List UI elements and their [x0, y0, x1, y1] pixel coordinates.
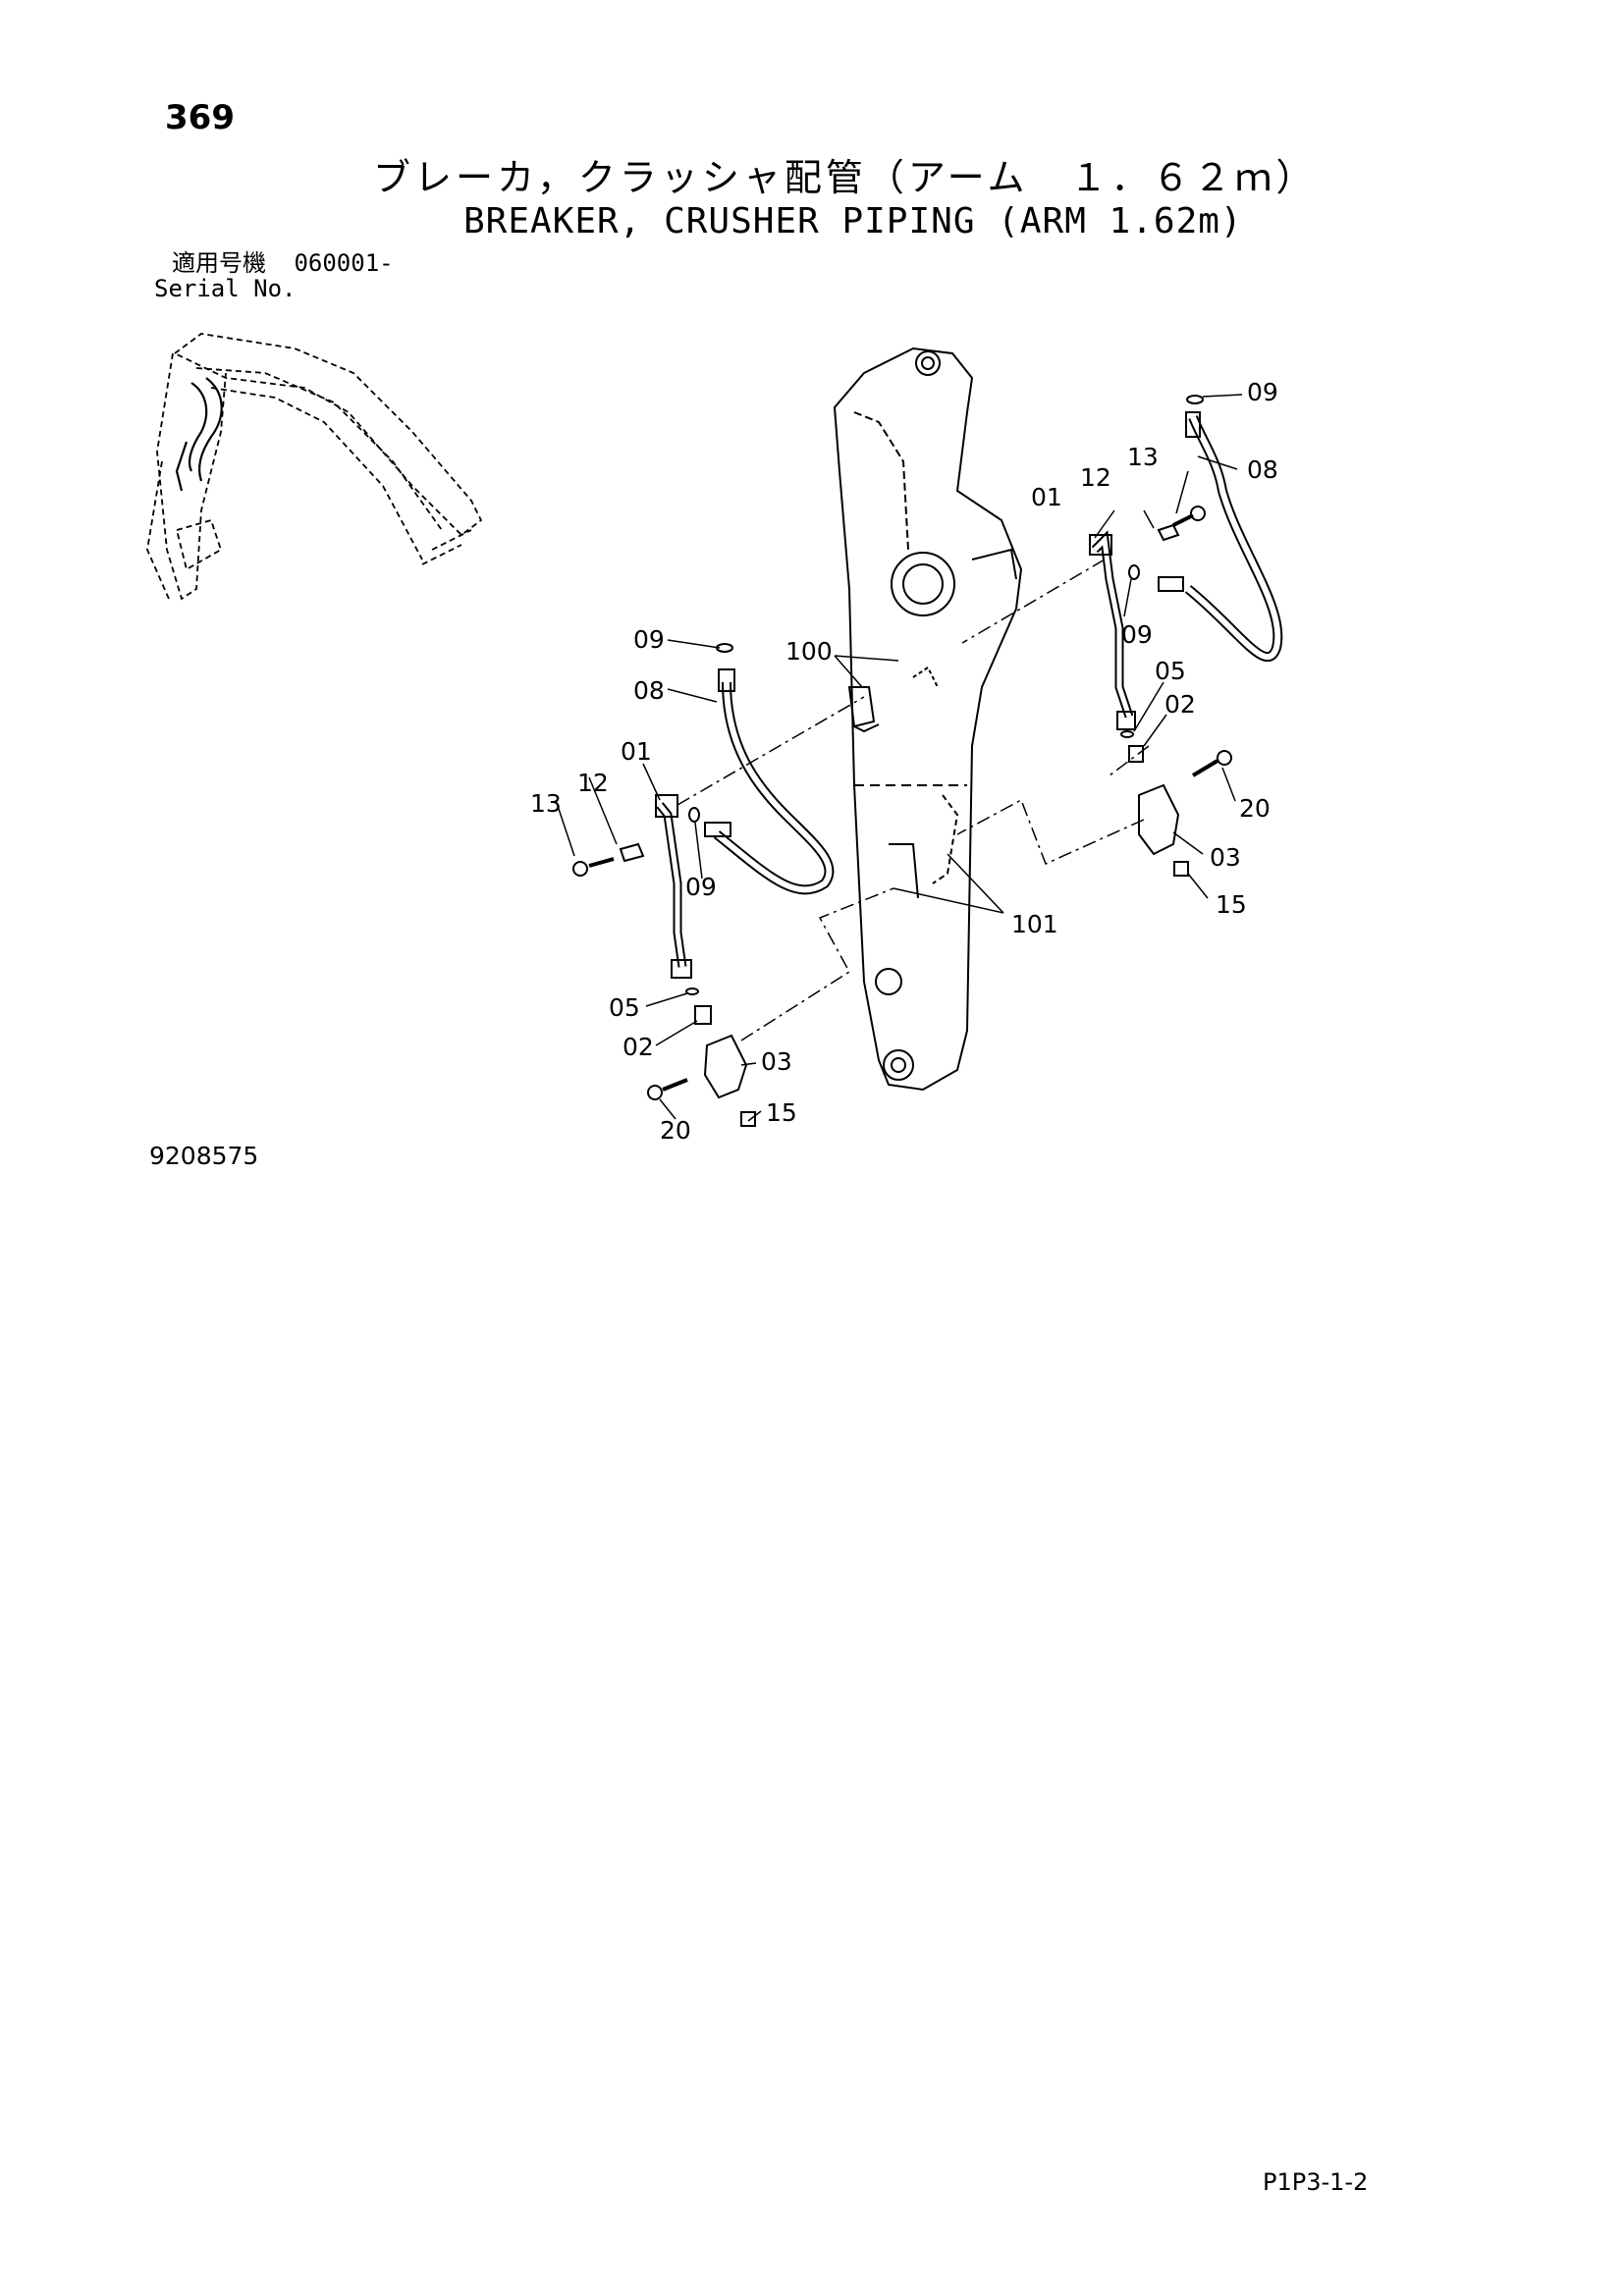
page-number: 369	[165, 98, 235, 137]
callout-03-left: 03	[761, 1047, 792, 1076]
callout-03-right: 03	[1210, 843, 1241, 872]
callout-01-left: 01	[621, 737, 652, 766]
callout-02-right: 02	[1164, 690, 1196, 719]
callout-15-left: 15	[766, 1098, 797, 1127]
callout-20-right: 20	[1239, 794, 1271, 823]
callout-09-left-top: 09	[633, 625, 665, 654]
callout-101: 101	[1011, 910, 1058, 938]
serial-label-jp: 適用号機	[172, 249, 266, 277]
callout-100: 100	[785, 637, 833, 666]
callout-01-right: 01	[1031, 483, 1062, 511]
callout-13-left: 13	[530, 789, 562, 818]
title-japanese: ブレーカ，クラッシャ配管（アーム １．６２ｍ）	[373, 156, 1318, 199]
drawing-number: 9208575	[149, 1142, 259, 1170]
title-english: BREAKER, CRUSHER PIPING (ARM 1.62m)	[463, 201, 1243, 241]
serial-row-jp: 適用号機 060001-	[154, 250, 394, 276]
parts-diagram: 09 08 13 12 01 09 05 02 20 03 15 100 101…	[146, 333, 1283, 1145]
callout-12-right: 12	[1080, 463, 1111, 492]
callout-08-left: 08	[633, 676, 665, 705]
callout-09-left-mid: 09	[685, 873, 717, 901]
serial-applicability: 適用号機 060001- Serial No.	[154, 250, 394, 301]
callout-02-left: 02	[623, 1033, 654, 1061]
thumbnail-piping	[175, 377, 223, 492]
connection-lines	[677, 559, 1150, 1041]
callout-05-left: 05	[609, 993, 640, 1022]
machine-thumbnail	[146, 333, 483, 601]
page-code: P1P3-1-2	[1263, 2168, 1369, 2196]
callout-09-right-top: 09	[1247, 378, 1278, 406]
right-hose-assembly	[1089, 395, 1283, 877]
serial-value: 060001-	[294, 249, 394, 277]
clamp-part-100	[847, 666, 939, 733]
callout-20-left: 20	[660, 1116, 691, 1145]
left-hose-assembly	[572, 643, 835, 1127]
callout-13-right: 13	[1127, 443, 1159, 471]
arm-body	[833, 347, 1023, 1092]
callout-09-right-mid: 09	[1121, 620, 1153, 649]
callout-labels: 09 08 13 12 01 09 05 02 20 03 15 100 101…	[530, 378, 1278, 1145]
serial-label-en: Serial No.	[154, 275, 297, 302]
callout-15-right: 15	[1216, 890, 1247, 919]
callout-08-right: 08	[1247, 455, 1278, 484]
callout-05-right: 05	[1155, 657, 1186, 685]
leader-lines	[555, 394, 1243, 1122]
callout-12-left: 12	[577, 769, 609, 797]
